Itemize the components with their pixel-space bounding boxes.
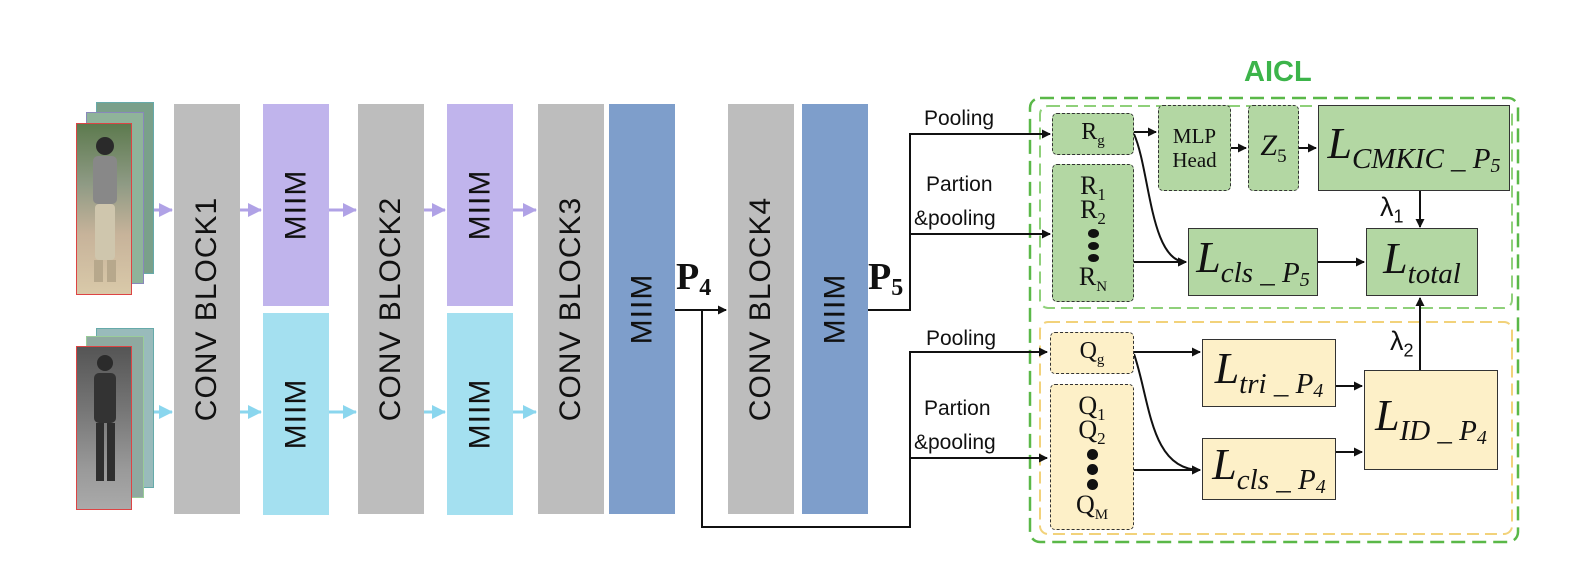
miim-shared-1: MIIM <box>609 104 675 514</box>
ellipsis-dot <box>1087 229 1099 238</box>
partion-label-top: Partion <box>926 173 993 196</box>
l-id-p4-node: LID _ P4 <box>1364 370 1498 470</box>
and-pooling-label-top: &pooling <box>914 207 996 230</box>
pooling-label-top: Pooling <box>924 107 995 130</box>
lambda1-label: λ1 <box>1380 192 1404 227</box>
conv-block4-label: CONV BLOCK4 <box>744 196 777 422</box>
aicl-title: AICL <box>1244 56 1312 88</box>
mlp-head-node: MLP Head <box>1158 105 1231 191</box>
conv-block1-label: CONV BLOCK1 <box>190 196 223 422</box>
lambda2-label: λ2 <box>1390 326 1414 361</box>
miim-label: MIIM <box>463 378 496 450</box>
aicl-outer-region <box>1028 96 1520 544</box>
conv-block3-label: CONV BLOCK3 <box>554 196 587 422</box>
l-cls-p4-node: Lcls _ P4 <box>1202 438 1336 500</box>
miim-shared-2: MIIM <box>802 104 868 514</box>
conv-block1: CONV BLOCK1 <box>174 104 240 514</box>
l-total-node: Ltotal <box>1366 228 1478 296</box>
rgb-person-image <box>76 123 132 295</box>
l-cls-p5-node: Lcls _ P5 <box>1188 228 1318 296</box>
r-parts-node: R1 R2 RN <box>1052 164 1134 302</box>
conv-block4: CONV BLOCK4 <box>728 104 794 514</box>
p5-label: P5 <box>868 256 904 301</box>
rg-node: Rg <box>1052 113 1134 155</box>
miim-rgb-2: MIIM <box>447 104 513 306</box>
conv-block3: CONV BLOCK3 <box>538 104 604 514</box>
l-tri-p4-node: Ltri _ P4 <box>1202 339 1336 407</box>
miim-label: MIIM <box>463 169 496 241</box>
miim-label: MIIM <box>279 378 312 450</box>
and-pooling-label-bottom: &pooling <box>914 431 996 454</box>
ellipsis-dot <box>1086 464 1098 475</box>
ellipsis-dot <box>1086 449 1098 461</box>
ellipsis-dot <box>1087 241 1099 250</box>
miim-label: MIIM <box>625 273 658 345</box>
conv-block2: CONV BLOCK2 <box>358 104 424 514</box>
ellipsis-dot <box>1087 253 1099 262</box>
l-cmkic-node: LCMKIC _ P5 <box>1318 105 1510 191</box>
ellipsis-dot <box>1086 479 1098 490</box>
qg-node: Qg <box>1050 332 1134 374</box>
partion-label-bottom: Partion <box>924 397 991 420</box>
miim-label: MIIM <box>818 273 851 345</box>
z5-node: Z5 <box>1248 105 1299 191</box>
conv-block2-label: CONV BLOCK2 <box>374 196 407 422</box>
miim-ir-1: MIIM <box>263 313 329 515</box>
miim-ir-2: MIIM <box>447 313 513 515</box>
p4-label: P4 <box>676 256 712 301</box>
miim-rgb-1: MIIM <box>263 104 329 306</box>
aicl-yellow-region <box>1039 321 1513 535</box>
pooling-label-bottom: Pooling <box>926 327 997 350</box>
ir-person-image <box>76 346 132 510</box>
q-parts-node: Q1 Q2 QM <box>1050 384 1134 530</box>
miim-label: MIIM <box>279 169 312 241</box>
